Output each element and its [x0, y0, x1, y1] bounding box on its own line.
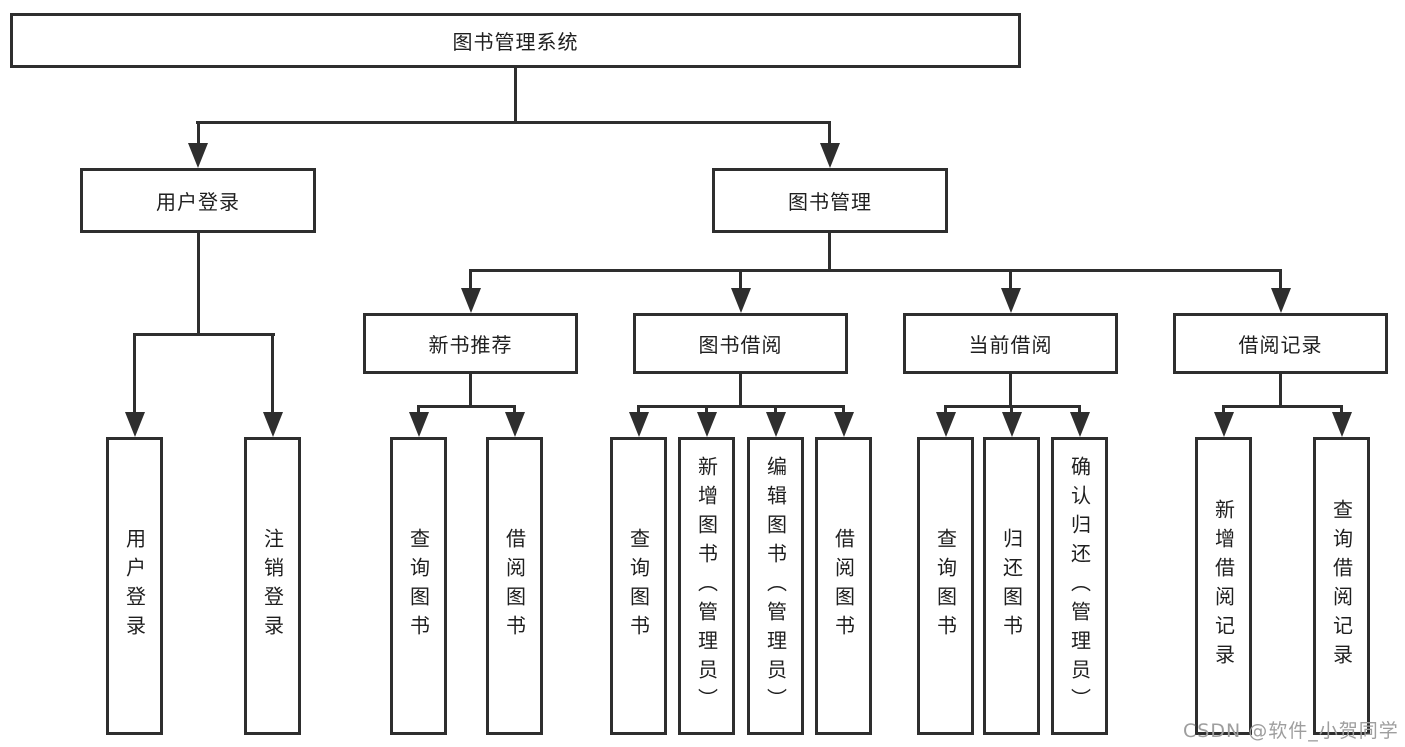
node-records-add-record: 新增借阅记录 — [1195, 437, 1252, 735]
arrow-down-icon — [833, 412, 854, 437]
node-records-add-record-label: 新增借阅记录 — [1211, 499, 1236, 673]
node-recommend-borrow-books-label: 借阅图书 — [502, 528, 527, 644]
node-current-query-books-label: 查询图书 — [933, 528, 958, 644]
node-borrowing-borrow-books: 借阅图书 — [815, 437, 872, 735]
connector-vline — [739, 269, 742, 291]
node-current-return-books-label: 归还图书 — [999, 528, 1024, 644]
connector-hline — [133, 333, 275, 336]
arrow-down-icon — [460, 288, 481, 313]
node-recommend-query-books-label: 查询图书 — [406, 528, 431, 644]
node-current-borrowing: 当前借阅 — [903, 313, 1118, 374]
watermark-text: CSDN @软件_小贺同学 — [1183, 720, 1399, 742]
arrow-down-icon — [935, 412, 956, 437]
node-current-query-books: 查询图书 — [917, 437, 974, 735]
node-user-login-label: 用户登录 — [156, 190, 240, 214]
node-user-login-leaf: 用户登录 — [106, 437, 163, 735]
node-new-book-recommendation: 新书推荐 — [363, 313, 578, 374]
node-recommend-borrow-books: 借阅图书 — [486, 437, 543, 735]
node-library-system-label: 图书管理系统 — [452, 30, 579, 54]
connector-vline — [133, 333, 136, 414]
connector-vline — [705, 405, 708, 415]
arrow-down-icon — [696, 412, 717, 437]
arrow-down-icon — [1069, 412, 1090, 437]
connector-vline — [196, 233, 200, 335]
connector-vline — [637, 405, 640, 415]
connector-vline — [1009, 269, 1012, 291]
arrow-down-icon — [765, 412, 786, 437]
connector-vline — [739, 374, 742, 407]
connector-vline — [1279, 269, 1282, 291]
connector-vline — [271, 333, 274, 414]
node-current-confirm-return-admin-label: 确认归还（管理员） — [1067, 455, 1092, 717]
node-book-management: 图书管理 — [712, 168, 948, 233]
node-borrowing-borrow-books-label: 借阅图书 — [831, 528, 856, 644]
node-borrowing-edit-books-admin-label: 编辑图书（管理员） — [763, 455, 788, 717]
node-book-borrowing: 图书借阅 — [633, 313, 848, 374]
node-borrowing-edit-books-admin: 编辑图书（管理员） — [747, 437, 804, 735]
arrow-down-icon — [819, 143, 840, 168]
node-current-borrowing-label: 当前借阅 — [968, 333, 1053, 357]
arrow-down-icon — [730, 288, 751, 313]
arrow-down-icon — [628, 412, 649, 437]
connector-vline — [1010, 405, 1013, 415]
node-borrowing-query-books-label: 查询图书 — [626, 528, 651, 644]
connector-hline — [417, 405, 516, 408]
node-current-confirm-return-admin: 确认归还（管理员） — [1051, 437, 1108, 735]
node-current-return-books: 归还图书 — [983, 437, 1040, 735]
arrow-down-icon — [504, 412, 525, 437]
arrow-down-icon — [1331, 412, 1352, 437]
connector-vline — [1340, 405, 1343, 415]
arrow-down-icon — [1001, 412, 1022, 437]
connector-hline — [637, 405, 845, 408]
node-logout: 注销登录 — [244, 437, 301, 735]
arrow-down-icon — [1000, 288, 1021, 313]
node-records-query-record-label: 查询借阅记录 — [1329, 499, 1354, 673]
node-borrowing-records-label: 借阅记录 — [1238, 333, 1323, 357]
connector-vline — [469, 269, 472, 291]
connector-vline — [1222, 405, 1225, 415]
connector-vline — [944, 405, 947, 415]
connector-vline — [1009, 374, 1012, 407]
connector-vline — [1078, 405, 1081, 415]
node-borrowing-add-books-admin: 新增图书（管理员） — [678, 437, 735, 735]
connector-hline — [1222, 405, 1343, 408]
node-logout-label: 注销登录 — [260, 528, 285, 644]
node-borrowing-add-books-admin-label: 新增图书（管理员） — [694, 455, 719, 717]
connector-vline — [417, 405, 420, 415]
node-borrowing-query-books: 查询图书 — [610, 437, 667, 735]
node-new-book-recommendation-label: 新书推荐 — [428, 333, 513, 357]
connector-vline — [774, 405, 777, 415]
connector-vline — [828, 121, 831, 145]
arrow-down-icon — [1270, 288, 1291, 313]
arrow-down-icon — [188, 143, 208, 168]
connector-vline — [828, 233, 831, 272]
node-user-login-leaf-label: 用户登录 — [122, 528, 147, 644]
connector-hline — [469, 269, 1282, 272]
arrow-down-icon — [124, 412, 145, 437]
node-book-management-label: 图书管理 — [788, 190, 872, 214]
node-library-system: 图书管理系统 — [10, 13, 1021, 68]
node-book-borrowing-label: 图书借阅 — [698, 333, 783, 357]
node-records-query-record: 查询借阅记录 — [1313, 437, 1370, 735]
node-user-login: 用户登录 — [80, 168, 316, 233]
connector-vline — [1279, 374, 1282, 407]
node-recommend-query-books: 查询图书 — [390, 437, 447, 735]
connector-vline — [514, 68, 517, 121]
arrow-down-icon — [262, 412, 283, 437]
arrow-down-icon — [408, 412, 429, 437]
node-borrowing-records: 借阅记录 — [1173, 313, 1388, 374]
arrow-down-icon — [1213, 412, 1234, 437]
connector-vline — [513, 405, 516, 415]
connector-vline — [842, 405, 845, 415]
connector-vline — [469, 374, 472, 407]
connector-hline — [196, 121, 831, 124]
connector-vline — [196, 121, 200, 145]
